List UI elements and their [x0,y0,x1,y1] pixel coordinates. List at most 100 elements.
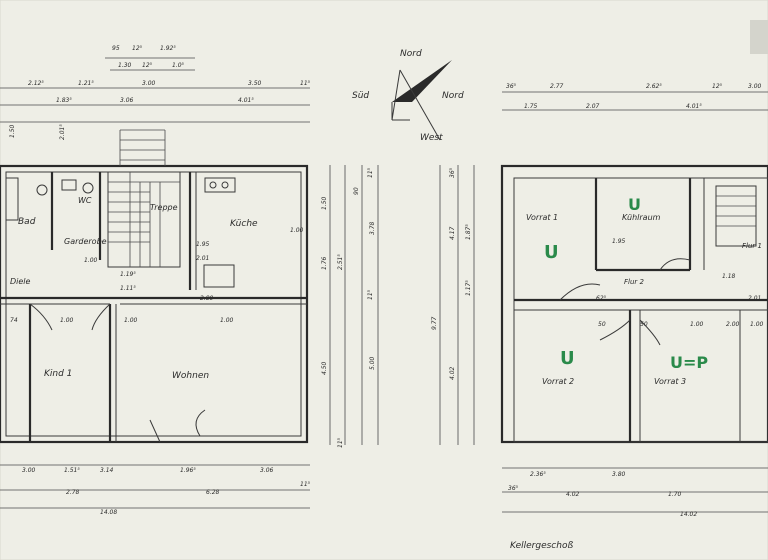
compass-label-3: West [420,133,443,143]
inner-dim-8: 1.19⁵ [120,271,136,278]
r-inner-3: 1.00 [690,321,704,328]
r-inner-0: 1.95 [612,238,626,245]
top-dim-r1-2: 1.92⁵ [160,45,176,52]
inner-dim-7: 1.00 [84,257,98,264]
r-top-r2-2: 4.01⁵ [686,103,702,110]
room-label-flur2: Flur 2 [624,278,645,286]
top-dim-r1-0: 95 [112,45,120,52]
marker-u-3: U [560,348,575,369]
top-dim-r3-1: 1.21⁵ [78,80,94,87]
bottom-dim-r2-0: 2.78 [66,489,80,496]
top-dim-r1-1: 12⁵ [132,45,143,52]
bottom-dim-r1-4: 3.06 [260,467,274,474]
top-dim-r3-0: 2.12⁵ [28,80,44,87]
top-dim-r2-1: 12⁵ [142,62,153,69]
r-inner-4: 50 [598,321,606,328]
inner-dim-6: 1.00 [60,317,74,324]
inner-dim-1: 1.95 [196,241,210,248]
marker-u-2: U [628,195,641,214]
bottom-dim-r2-2: 11⁵ [300,481,311,488]
compass-label-0: Nord [400,49,422,59]
right-plan: Vorrat 1 Vorrat 2 Vorrat 3 Kühlraum Flur… [431,83,768,551]
r-bottom-r1-1: 3.80 [612,471,626,478]
top-dim-r3-3: 3.50 [248,80,262,87]
r-top-r2-0: 1.75 [524,103,538,110]
right-vdim-7: 11⁵ [367,167,374,178]
inner-dim-2: 2.01 [196,255,209,262]
room-label-kuehlraum: Kühlraum [622,213,661,222]
room-label-vorrat3: Vorrat 3 [654,377,686,386]
right-vdim-2: 90 [353,187,360,195]
r-bottom-r2-2: 1.70 [668,491,682,498]
r-vdim-5: 1.17⁵ [465,280,472,296]
marker-u-p: U=P [670,353,708,372]
inner-dim-10: 2.80 [200,295,214,302]
left-vdim-0: 1.50 [9,124,16,138]
right-vdim-6: 4.50 [321,361,328,375]
right-vdim-3: 3.78 [369,221,376,235]
room-label-kind1: Kind 1 [44,369,72,379]
left-vdim-1: 2.01⁵ [59,124,66,140]
toilet-icon [36,184,48,196]
bottom-dim-r2-1: 6.28 [206,489,220,496]
room-label-wc: WC [78,196,92,205]
r-bottom-r2-0: 36⁵ [508,485,519,492]
r-top-r1-4: 3.00 [748,83,762,90]
inner-dim-3: 1.00 [124,317,138,324]
bottom-dim-r1-1: 1.51⁵ [64,467,80,474]
north-arrow-icon: Nord Süd Nord West [352,49,464,143]
bottom-dim-total: 14.08 [100,509,117,516]
right-vdim-1: 1.76 [321,256,328,270]
room-label-diele: Diele [10,277,31,286]
room-label-bad: Bad [18,217,36,227]
right-vdim-8: 11⁵ [337,437,344,448]
room-label-flur1: Flur 1 [742,242,762,250]
r-inner-2: 50 [640,321,648,328]
r-top-r1-0: 36⁵ [506,83,517,90]
stove-icon [204,177,236,193]
r-vdim-1: 9.77 [431,316,438,330]
inner-dim-9: 1.11⁵ [120,285,136,292]
r-top-r1-2: 2.62⁵ [646,83,662,90]
inner-dim-5: 74 [10,317,18,324]
room-label-wohnen: Wohnen [172,371,209,381]
scan-edge [750,20,768,54]
inner-dim-11: 1.00 [290,227,304,234]
r-top-r2-1: 2.07 [586,103,600,110]
top-dim-r2-2: 1.0⁵ [172,62,185,69]
r-bottom-r1-0: 2.36⁵ [530,471,546,478]
floor-title: Kellergeschoß [510,541,573,551]
room-label-vorrat2: Vorrat 2 [542,377,574,386]
right-vdim-0: 1.50 [321,196,328,210]
bottom-dim-r1-2: 3.14 [100,467,114,474]
top-dim-r2-0: 1.30 [118,62,132,69]
room-label-treppe: Treppe [150,203,178,212]
top-dim-r3-2: 3.00 [142,80,156,87]
r-vdim-0: 4.17 [449,226,456,240]
r-vdim-4: 1.87⁵ [465,224,472,240]
room-label-vorrat1: Vorrat 1 [526,213,558,222]
bottom-dim-r1-3: 1.96⁵ [180,467,196,474]
r-top-r1-1: 2.77 [550,83,564,90]
r-bottom-r2-3: 14.02 [680,511,697,518]
r-vdim-3: 36⁵ [449,167,456,178]
right-vdim-9: 11⁵ [367,289,374,300]
compass-label-2: Nord [442,91,464,101]
r-inner-1: 1.18 [722,273,736,280]
right-vdim-4: 2.51⁵ [337,254,344,270]
r-bottom-r2-1: 4.02 [566,491,580,498]
top-dim-r4-2: 4.01⁵ [238,97,254,104]
right-vdim-5: 5.00 [369,356,376,370]
top-dim-r4-0: 1.83⁵ [56,97,72,104]
room-label-garderobe: Garderobe [64,237,107,246]
left-plan: Bad WC Garderobe Diele Treppe Küche Kind… [0,45,379,516]
room-label-kueche: Küche [230,219,258,229]
top-dim-r4-1: 3.06 [120,97,134,104]
r-top-r1-3: 12⁵ [712,83,723,90]
r-vdim-2: 4.02 [449,366,456,380]
toilet-icon-2 [82,182,94,194]
r-inner-7: 62⁵ [596,295,607,302]
bathtub-icon [5,177,19,221]
